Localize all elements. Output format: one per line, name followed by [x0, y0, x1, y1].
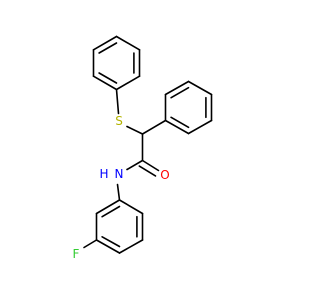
bond — [118, 239, 144, 254]
inner-double-bond — [101, 236, 121, 248]
inner-double-bond — [170, 86, 190, 99]
phenylthio-ring — [92, 35, 141, 91]
bond — [187, 80, 213, 96]
bond — [116, 183, 121, 201]
inner-double-bond — [101, 205, 121, 218]
bond — [126, 159, 144, 171]
bond — [187, 119, 213, 135]
phenyl-ring — [164, 80, 213, 135]
inner-double-bond — [98, 42, 118, 54]
bond — [83, 239, 98, 249]
inner-double-bond — [170, 116, 190, 129]
bond — [118, 199, 144, 215]
bond — [164, 80, 190, 96]
bond — [92, 35, 118, 51]
bond — [126, 125, 144, 135]
bond — [95, 199, 121, 215]
bond — [164, 119, 190, 135]
sulfur-label: S — [115, 114, 123, 128]
nitrogen-label: N — [115, 167, 124, 181]
bond — [95, 239, 121, 254]
bond — [115, 88, 120, 115]
carbonyl-bond — [138, 165, 157, 177]
bond — [92, 75, 118, 91]
fluorine-label: F — [73, 247, 80, 261]
inner-double-bond — [98, 72, 118, 84]
bond — [115, 35, 141, 51]
bond — [141, 119, 167, 135]
carbonyl-bond — [141, 159, 160, 172]
hydrogen-label: H — [99, 167, 108, 181]
molecule-structure: S O N H F — [73, 35, 213, 261]
fluorophenyl-ring — [95, 199, 144, 254]
oxygen-label: O — [160, 168, 169, 182]
bond — [115, 75, 141, 91]
